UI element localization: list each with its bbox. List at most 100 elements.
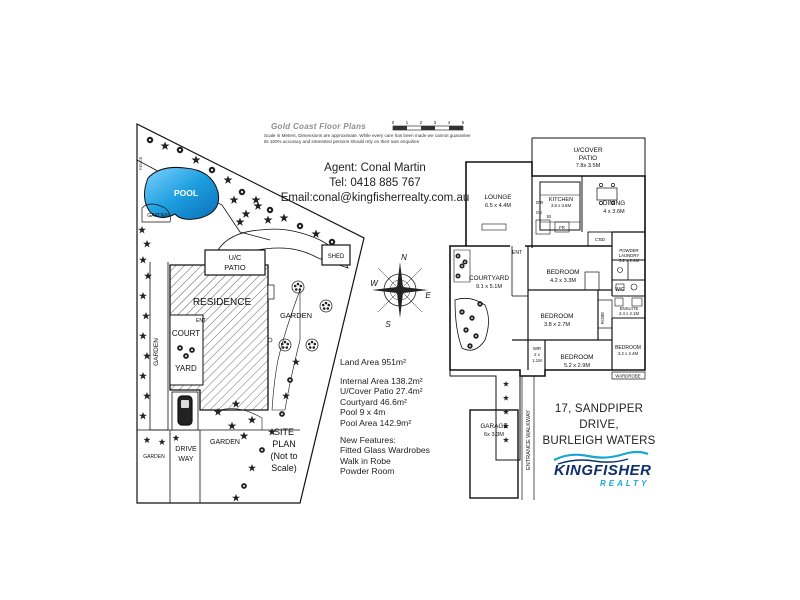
site-title-2: PLAN	[272, 439, 296, 449]
agent-name: Agent: Conal Martin	[324, 162, 426, 174]
fp-kitchen: KITCHEN	[549, 197, 573, 203]
shrub-icon	[473, 333, 479, 339]
shrub-icon	[467, 343, 473, 349]
palm-plant-icon	[503, 381, 509, 387]
compass-n: N	[401, 253, 407, 262]
site-drive-label: DRIVE	[175, 446, 197, 453]
palm-plant-icon	[139, 332, 147, 340]
logo-sub-text: REALTY	[600, 479, 650, 488]
palm-plant-icon	[253, 201, 263, 210]
shrub-icon	[469, 315, 475, 321]
shrub-icon	[459, 309, 465, 315]
fact-pool-area: Pool Area 142.9m²	[340, 417, 412, 428]
palm-plant-icon	[139, 256, 147, 264]
feature-item: Walk in Robe	[340, 455, 391, 466]
palm-plant-icon	[139, 292, 147, 300]
shrub-icon	[279, 411, 285, 417]
site-title-4: Scale)	[271, 463, 297, 473]
site-shed	[321, 244, 351, 266]
palm-plant-icon	[251, 195, 261, 204]
site-uc-label: U/C	[229, 253, 243, 262]
flower-bush-icon	[305, 338, 319, 352]
fp-bed2: BEDROOM	[540, 313, 573, 320]
fp-powder-dim: 3.2 x 2.4M	[619, 258, 639, 263]
scale-tick-1: 1	[406, 120, 409, 125]
site-patio-label: PATIO	[224, 263, 246, 272]
fp-garage-dim: 6x 3.3M	[484, 432, 504, 438]
fact-pool: Pool 9 x 4m	[340, 407, 386, 418]
fp-lounge: LOUNGE	[485, 194, 512, 201]
site-residence-label: RESIDENCE	[193, 297, 252, 308]
fp-powder-1: POWDER	[619, 248, 638, 253]
palm-plant-icon	[248, 464, 256, 472]
fp-bed4: BEDROOM	[615, 345, 641, 351]
fp-robe: ROBE	[600, 312, 605, 324]
site-shed-label: SHED	[328, 254, 345, 260]
property-facts: Land Area 951m² Internal Area 138.2m² U/…	[340, 357, 460, 477]
fact-courtyard: Courtyard 46.6m²	[340, 396, 407, 407]
fp-patio-name-1: U/COVER	[573, 147, 603, 154]
fp-kitchen-dim: 3.8 x 3.6M	[551, 203, 571, 208]
shrub-icon	[238, 188, 246, 196]
fp-ov: OV	[536, 210, 542, 215]
palm-plant-icon	[191, 155, 201, 164]
brand-name: Gold Coast Floor Plans	[271, 122, 367, 131]
site-pool-label: POOL	[174, 188, 198, 198]
scale-tick-5: 5	[462, 120, 465, 125]
address-line-2: BURLEIGH WATERS	[542, 435, 656, 447]
palm-plant-icon	[282, 392, 290, 400]
flower-bush-icon	[278, 338, 292, 352]
shrub-icon	[183, 353, 189, 359]
shrub-icon	[296, 222, 304, 230]
fp-wc: W/C	[615, 287, 625, 293]
palm-plant-icon	[172, 434, 180, 442]
scale-tick-2: 2	[420, 120, 423, 125]
fp-lounge-dim: 6.5 x 4.4M	[485, 203, 511, 209]
fp-dining-dim: 4 x 3.6M	[603, 209, 625, 215]
compass-w: W	[370, 279, 379, 288]
shrub-icon	[176, 146, 184, 154]
palm-plant-icon	[239, 431, 249, 440]
palm-plant-icon	[139, 372, 147, 380]
shrub-icon	[208, 166, 216, 174]
fp-dining: DINING	[603, 200, 625, 207]
site-title-1: SITE	[274, 427, 294, 437]
palm-plant-icon	[144, 272, 152, 280]
scale-tick-4: 4	[448, 120, 451, 125]
fp-ensuite: ENSUITE	[620, 306, 639, 311]
fact-internal-area: Internal Area 138.2m²	[340, 375, 423, 386]
features-title: New Features:	[340, 434, 396, 445]
palm-plant-icon	[227, 421, 237, 430]
palm-plant-icon	[247, 415, 257, 424]
logo-main-text: KINGFISHER	[554, 462, 652, 479]
fp-walkway: ENTRANCE WALKWAY	[526, 410, 532, 470]
shrub-icon	[259, 447, 265, 453]
palm-plant-icon	[503, 395, 509, 401]
flower-bush-icon	[291, 280, 305, 294]
agent-email[interactable]: Email:conal@kingfisherrealty.com.au	[280, 192, 470, 204]
pool-shape	[144, 167, 220, 220]
plan-labels: POOL FENCE GARDEN U/C PATIO SHED RESIDEN…	[138, 120, 641, 473]
palm-plant-icon	[241, 209, 251, 218]
shrub-icon	[189, 347, 195, 353]
palm-plant-icon	[158, 438, 166, 446]
palm-plant-icon	[160, 141, 170, 150]
fp-patio-name-2: PATIO	[579, 155, 597, 162]
compass-rose-icon	[372, 262, 428, 318]
shrub-icon	[455, 273, 461, 279]
courtyard-outline	[449, 246, 521, 461]
agent-tel[interactable]: Tel: 0418 885 767	[329, 177, 421, 189]
palm-plant-icon	[263, 215, 273, 224]
palm-plant-icon	[143, 240, 151, 248]
site-garden-right-label: GARDEN	[280, 311, 312, 320]
site-title-3: (Not to	[270, 451, 297, 461]
scale-tick-0: 0	[392, 120, 395, 125]
shrub-icon	[146, 136, 154, 144]
palm-plant-icon	[223, 175, 233, 184]
palm-plant-icon	[232, 494, 240, 502]
fp-bed4-dim: 3.2 x 2.4M	[618, 351, 638, 356]
fp-courtyard-dim: 9.1 x 5.1M	[476, 284, 502, 290]
fp-wardrobe: WARDROBE	[615, 374, 640, 379]
site-fence-label: FENCE	[138, 156, 143, 170]
